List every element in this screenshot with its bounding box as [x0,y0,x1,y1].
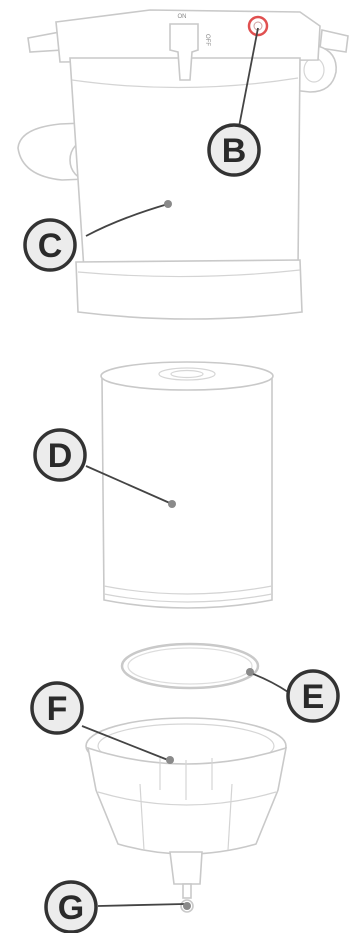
target-dot-e [246,668,254,676]
callout-f: F [32,683,82,733]
callout-b: B [209,125,259,175]
callout-g: G [46,882,96,932]
callout-d-label: D [48,437,73,475]
filter-head: ON OFF [18,10,348,319]
callout-f-label: F [47,690,68,728]
leader-g [98,904,184,906]
water-separator-bowl [86,718,286,884]
callout-d: D [35,430,85,480]
target-dot-f [166,756,174,764]
callout-g-label: G [58,889,84,927]
target-dot-c [164,200,172,208]
leader-e [248,672,288,692]
head-off-label: OFF [204,34,210,46]
callout-e: E [288,671,338,721]
target-dot-g [183,902,191,910]
callout-c-label: C [38,227,63,265]
sealing-ring [122,644,258,688]
callout-b-label: B [222,132,247,170]
target-dot-d [168,500,176,508]
head-on-label: ON [178,14,187,20]
callout-e-label: E [302,678,325,716]
callout-c: C [25,220,75,270]
